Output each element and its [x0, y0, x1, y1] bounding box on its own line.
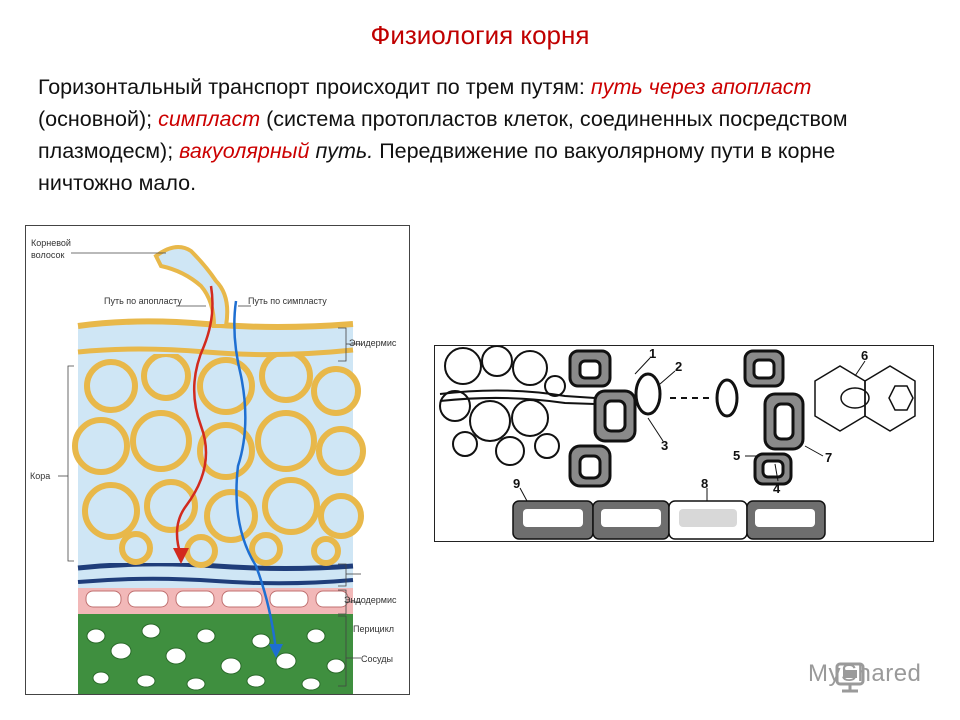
schema-left-cells: [439, 346, 566, 466]
schema-number-9: 9: [513, 476, 520, 491]
label-endodermis: Эндодермис: [344, 595, 397, 605]
paragraph-text-3: (система протопластов клеток, соединенны…: [38, 107, 848, 163]
symplast-arrowhead: [269, 644, 283, 658]
apoplast-arrowhead: [173, 548, 189, 564]
schema-diagram: 1 2 3 4 5 6 7 8 9: [439, 346, 916, 540]
schema-number-5: 5: [733, 448, 740, 463]
label-symplast-path: Путь по симпласту: [248, 296, 327, 306]
vessel-cells: [86, 623, 346, 691]
schema-number-8: 8: [701, 476, 708, 491]
schema-number-4: 4: [773, 481, 781, 496]
label-vessels: Сосуды: [361, 654, 393, 664]
root-cross-section-figure: Корневой волосок Путь по апопласту Путь …: [25, 225, 410, 695]
schema-number-2: 2: [675, 359, 682, 374]
pericycle-cells: [85, 590, 349, 608]
label-leaders: [58, 252, 361, 687]
label-apoplast-path: Путь по апопласту: [104, 296, 182, 306]
root-diagram: Корневой волосок Путь по апопласту Путь …: [30, 238, 397, 694]
paragraph-text-1: Горизонтальный транспорт происходит по т…: [38, 75, 591, 99]
schema-vacuolar-row: [512, 500, 826, 540]
highlight-vacuolar: вакуолярный: [179, 139, 310, 163]
highlight-path: путь.: [315, 139, 374, 163]
label-cortex: Кора: [30, 471, 50, 481]
schema-callout-lines: [519, 357, 866, 502]
schema-number-3: 3: [661, 438, 668, 453]
watermark-text: MyShared: [808, 660, 922, 687]
schema-number-6: 6: [861, 348, 868, 363]
schema-number-1: 1: [649, 346, 656, 361]
paragraph-text-5: Передвижение по вакуолярному пути в корн…: [38, 139, 836, 195]
myshared-logo-icon: [835, 662, 865, 693]
label-epidermis: Эпидермис: [349, 338, 397, 348]
symplast-path-line: [233, 300, 278, 652]
schema-right-cells: [715, 349, 805, 486]
highlight-symplast: симпласт: [158, 107, 261, 131]
slide-title: Физиология корня: [370, 20, 590, 50]
schematic-transport-figure: 1 2 3 4 5 6 7 8 9: [434, 345, 934, 542]
apoplast-path-line: [175, 285, 214, 557]
label-root-hair-2: волосок: [31, 250, 64, 260]
schema-middle-cells: [568, 349, 662, 488]
root-hair: [153, 245, 230, 328]
slide-paragraph: Горизонтальный транспорт происходит по т…: [38, 71, 918, 199]
schema-number-7: 7: [825, 450, 832, 465]
schema-hexagon-cells: [814, 365, 916, 432]
paragraph-text-2: (основной);: [38, 107, 159, 131]
highlight-apoplast: путь через апопласт: [590, 75, 812, 99]
cortex-cells: [72, 349, 366, 568]
label-root-hair-1: Корневой: [31, 238, 71, 248]
label-pericycle: Перицикл: [353, 624, 394, 634]
